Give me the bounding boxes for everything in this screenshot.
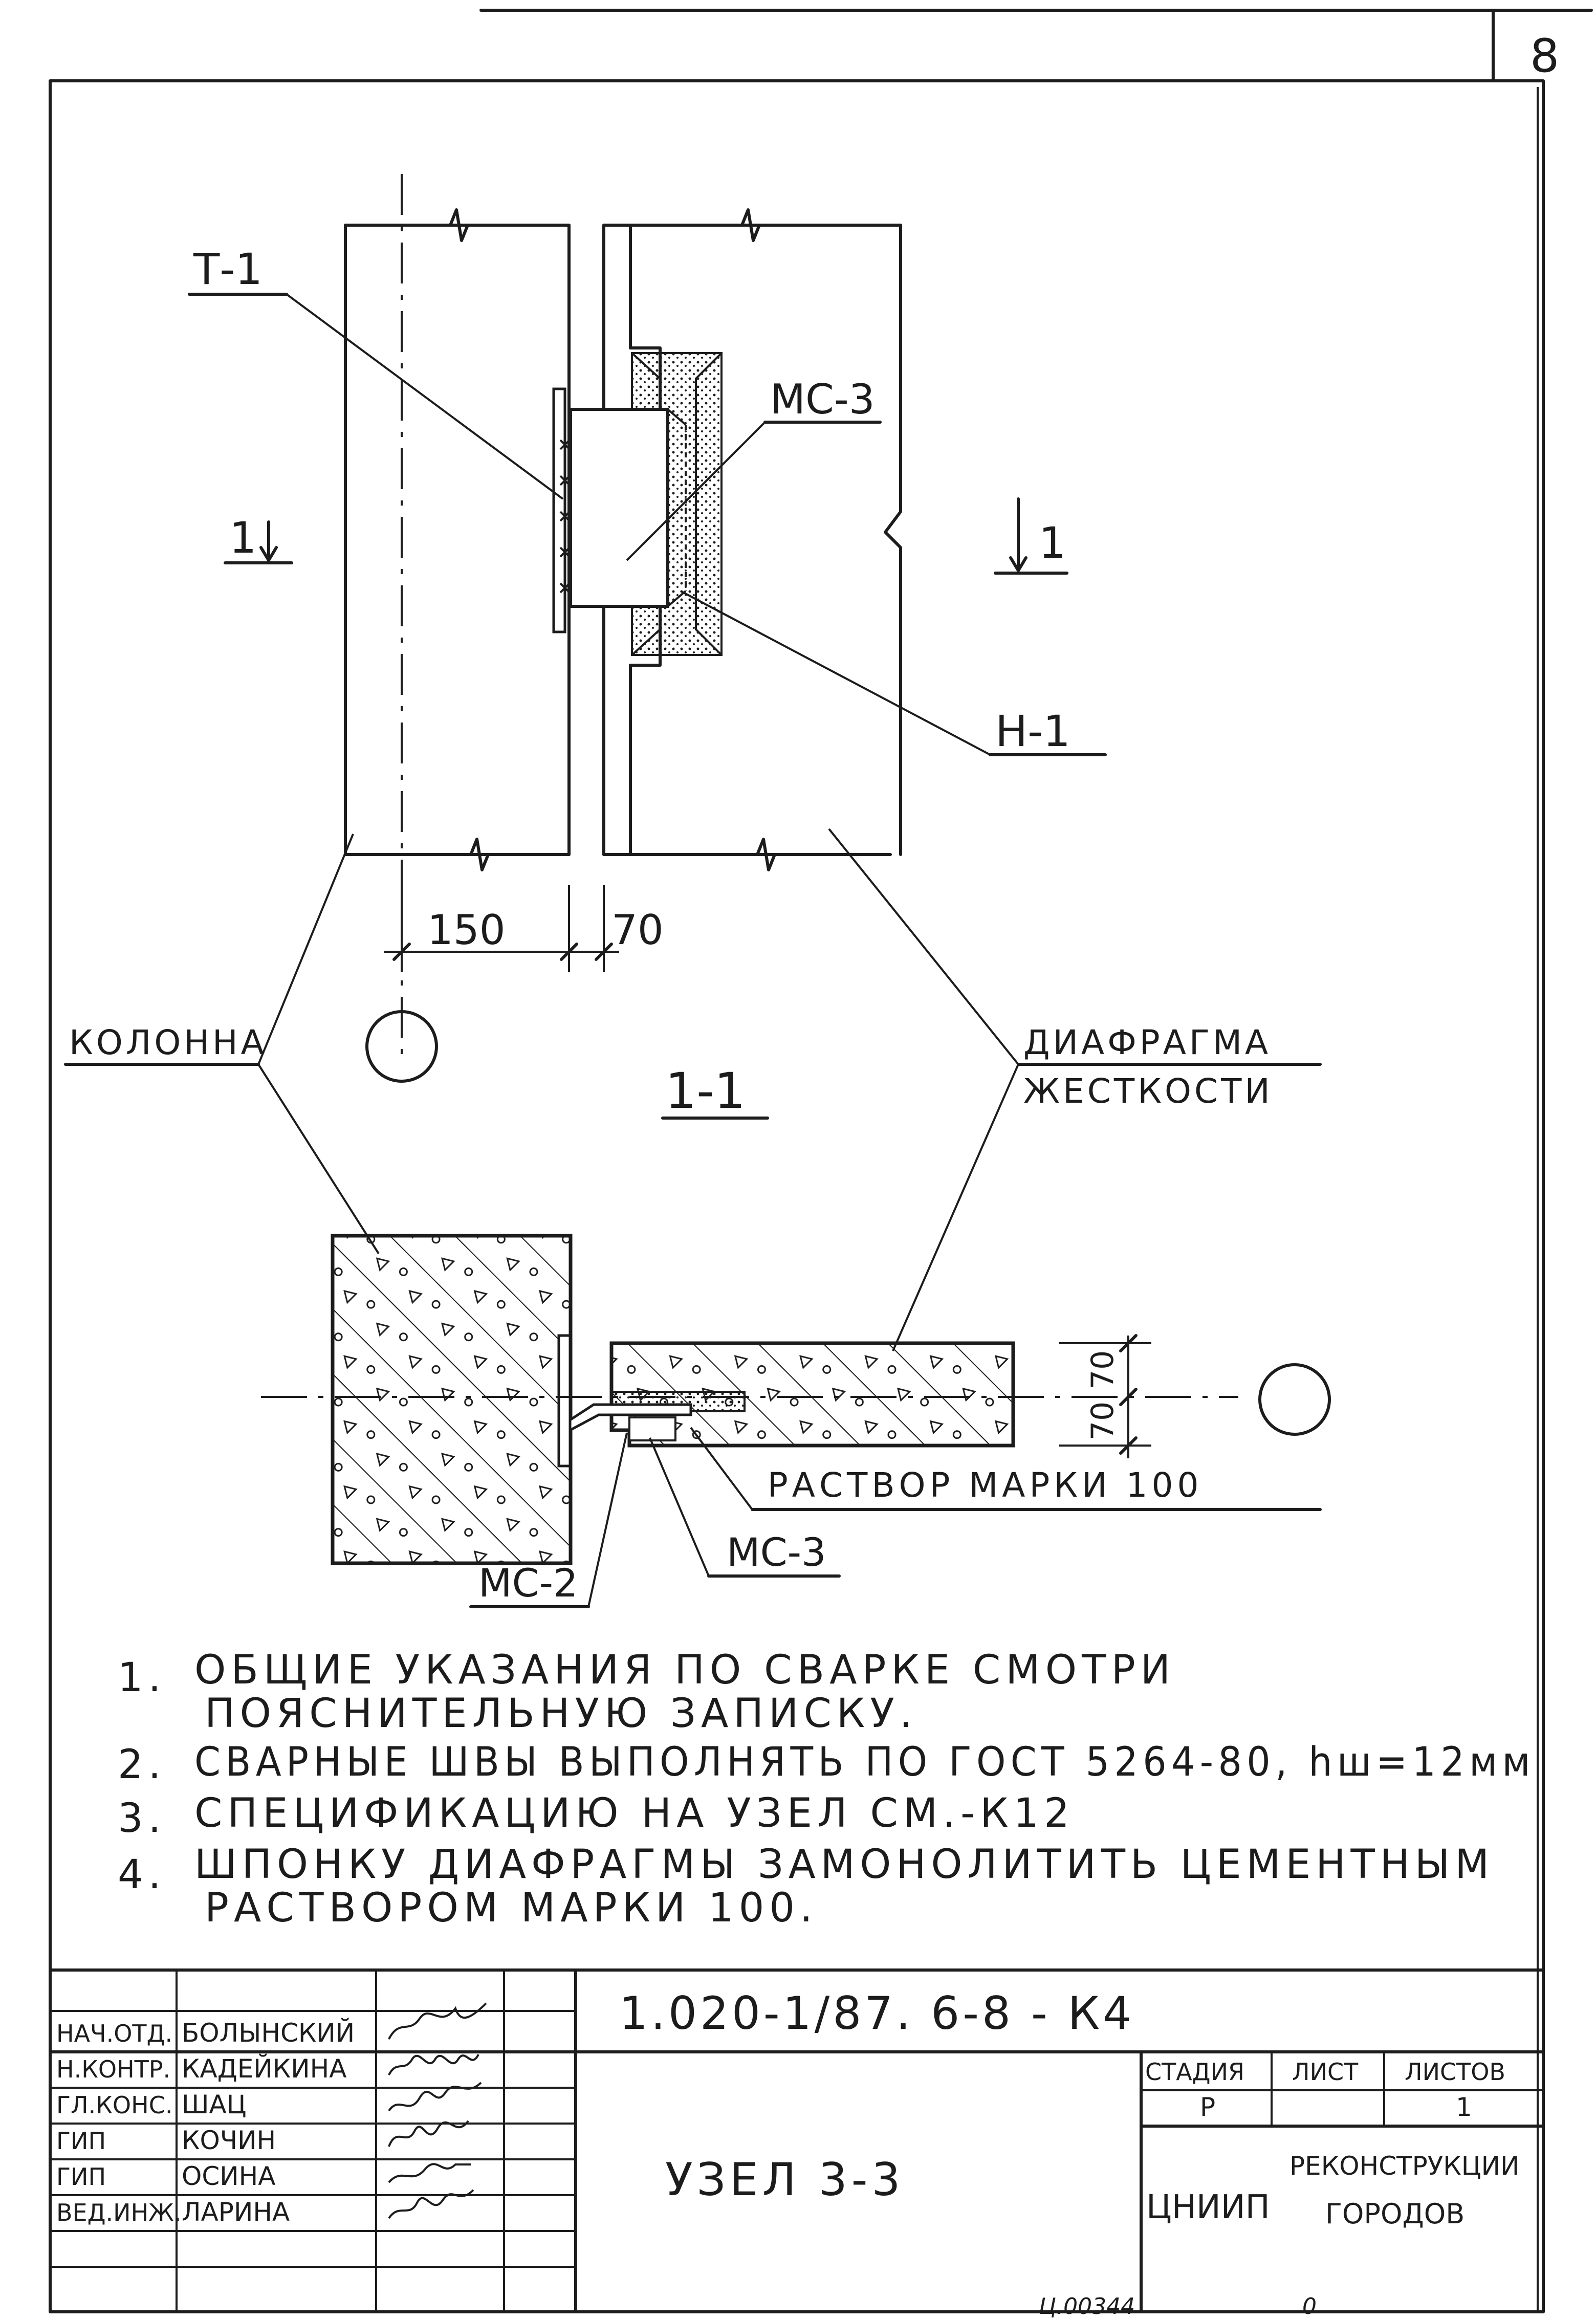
stage-header: СТАДИЯ	[1145, 2058, 1244, 2086]
label-diaphragm-2: ЖЕСТКОСТИ	[1023, 1071, 1273, 1111]
sheet-header: ЛИСТ	[1292, 2058, 1359, 2086]
label-ms3-section: МС-3	[727, 1529, 826, 1575]
staff-role-2: Н.КОНТР.	[56, 2055, 170, 2083]
callout-diaphragm: ДИАФРАГМА ЖЕСТКОСТИ	[828, 828, 1322, 1351]
staff-name-1: БОЛЫНСКИЙ	[182, 2018, 355, 2048]
document-code: 1.020-1/87. 6-8 - К4	[619, 1987, 1134, 2040]
dim-70-bottom: 70	[1085, 1402, 1121, 1440]
note-1-line-1: ОБЩИЕ УКАЗАНИЯ ПО СВАРКЕ СМОТРИ	[194, 1647, 1175, 1693]
section-mark-left: 1	[224, 513, 293, 564]
org-line-1: РЕКОНСТРУКЦИИ	[1289, 2151, 1519, 2181]
note-4-number: 4.	[118, 1852, 166, 1898]
org-line-2: ГОРОДОВ	[1325, 2198, 1464, 2230]
axis-bubble-plan	[365, 1010, 438, 1083]
section-mark-right-number: 1	[1039, 518, 1066, 568]
section-mark-left-number: 1	[229, 513, 256, 563]
axis-bubble-section	[1258, 1363, 1331, 1436]
dim-70: 70	[611, 906, 664, 954]
staff-grid	[49, 1970, 577, 2312]
staff-name-4: КОЧИН	[182, 2126, 276, 2155]
staff-role-4: ГИП	[56, 2127, 106, 2155]
plan-view: Т-1 МС-3 Н-1 1 1 150 70	[64, 174, 1322, 1351]
section-plate-mc2	[557, 1334, 572, 1468]
plan-dimensions: 150 70	[384, 885, 664, 972]
section-column	[331, 1234, 573, 1565]
plan-plate-t1	[552, 387, 571, 633]
label-column: КОЛОННА	[69, 1023, 267, 1062]
staff-name-2: КАДЕЙКИНА	[182, 2053, 346, 2084]
dim-150: 150	[427, 906, 506, 954]
note-3-line-1: СПЕЦИФИКАЦИЮ НА УЗЕЛ СМ.-К12	[194, 1790, 1075, 1836]
note-4-line-2: РАСТВОРОМ МАРКИ 100.	[205, 1885, 818, 1931]
signatures	[388, 2002, 487, 2219]
section-dimensions: 70 70	[1059, 1334, 1151, 1458]
dim-70-top: 70	[1085, 1350, 1121, 1389]
label-mortar: РАСТВОР МАРКИ 100	[768, 1465, 1203, 1505]
node-title: УЗЕЛ 3-3	[665, 2153, 905, 2206]
archive-suffix: 0	[1302, 2293, 1317, 2319]
sheet-number: 8	[1530, 29, 1559, 83]
staff-name-3: ШАЦ	[182, 2090, 247, 2119]
section-view: 1-1 70 70 РАСТВОР МАРКИ 100 МС-3	[261, 1062, 1331, 1608]
general-notes: 1. ОБЩИЕ УКАЗАНИЯ ПО СВАРКЕ СМОТРИ ПОЯСН…	[118, 1647, 1535, 1931]
note-1-number: 1.	[118, 1655, 166, 1701]
section-diaphragm	[609, 1341, 1015, 1448]
note-3-number: 3.	[118, 1796, 166, 1842]
staff-name-6: ЛАРИНА	[182, 2197, 290, 2227]
sheet-frame	[49, 9, 1593, 2313]
staff-role-5: ГИП	[56, 2163, 106, 2191]
plan-plate-mc3	[569, 408, 687, 608]
note-2-number: 2.	[118, 1742, 166, 1788]
org-short: ЦНИИП	[1146, 2189, 1270, 2226]
label-ms3-plan: МС-3	[770, 376, 875, 423]
stage-value: Р	[1200, 2092, 1215, 2122]
section-anchor-bar	[628, 1416, 676, 1441]
sheets-value: 1	[1456, 2092, 1472, 2122]
label-n1: Н-1	[995, 706, 1070, 756]
archive-number: Ц.00344	[1039, 2293, 1135, 2319]
staff-role-1: НАЧ.ОТД.	[56, 2020, 172, 2047]
label-diaphragm-1: ДИАФРАГМА	[1023, 1023, 1271, 1062]
note-1-line-2: ПОЯСНИТЕЛЬНУЮ ЗАПИСКУ.	[205, 1691, 917, 1737]
staff-role-6: ВЕД.ИНЖ.	[56, 2199, 181, 2226]
note-2-line-1: СВАРНЫЕ ШВЫ ВЫПОЛНЯТЬ ПО ГОСТ 5264-80, h…	[194, 1739, 1535, 1785]
callout-column: КОЛОННА	[64, 834, 380, 1255]
note-4-line-1: ШПОНКУ ДИАФРАГМЫ ЗАМОНОЛИТИТЬ ЦЕМЕНТНЫМ	[194, 1842, 1494, 1888]
sheets-header: ЛИСТОВ	[1405, 2058, 1505, 2086]
label-ms2: МС-2	[478, 1560, 578, 1606]
staff-name-5: ОСИНА	[182, 2161, 275, 2191]
label-t1: Т-1	[193, 244, 263, 294]
staff-role-3: ГЛ.КОНС.	[56, 2091, 172, 2119]
section-plate-mc3	[569, 1403, 692, 1433]
section-mark-right: 1	[994, 497, 1068, 575]
section-title: 1-1	[665, 1062, 746, 1120]
title-block: НАЧ.ОТД. БОЛЫНСКИЙ Н.КОНТР. КАДЕЙКИНА ГЛ…	[49, 1968, 1545, 2313]
